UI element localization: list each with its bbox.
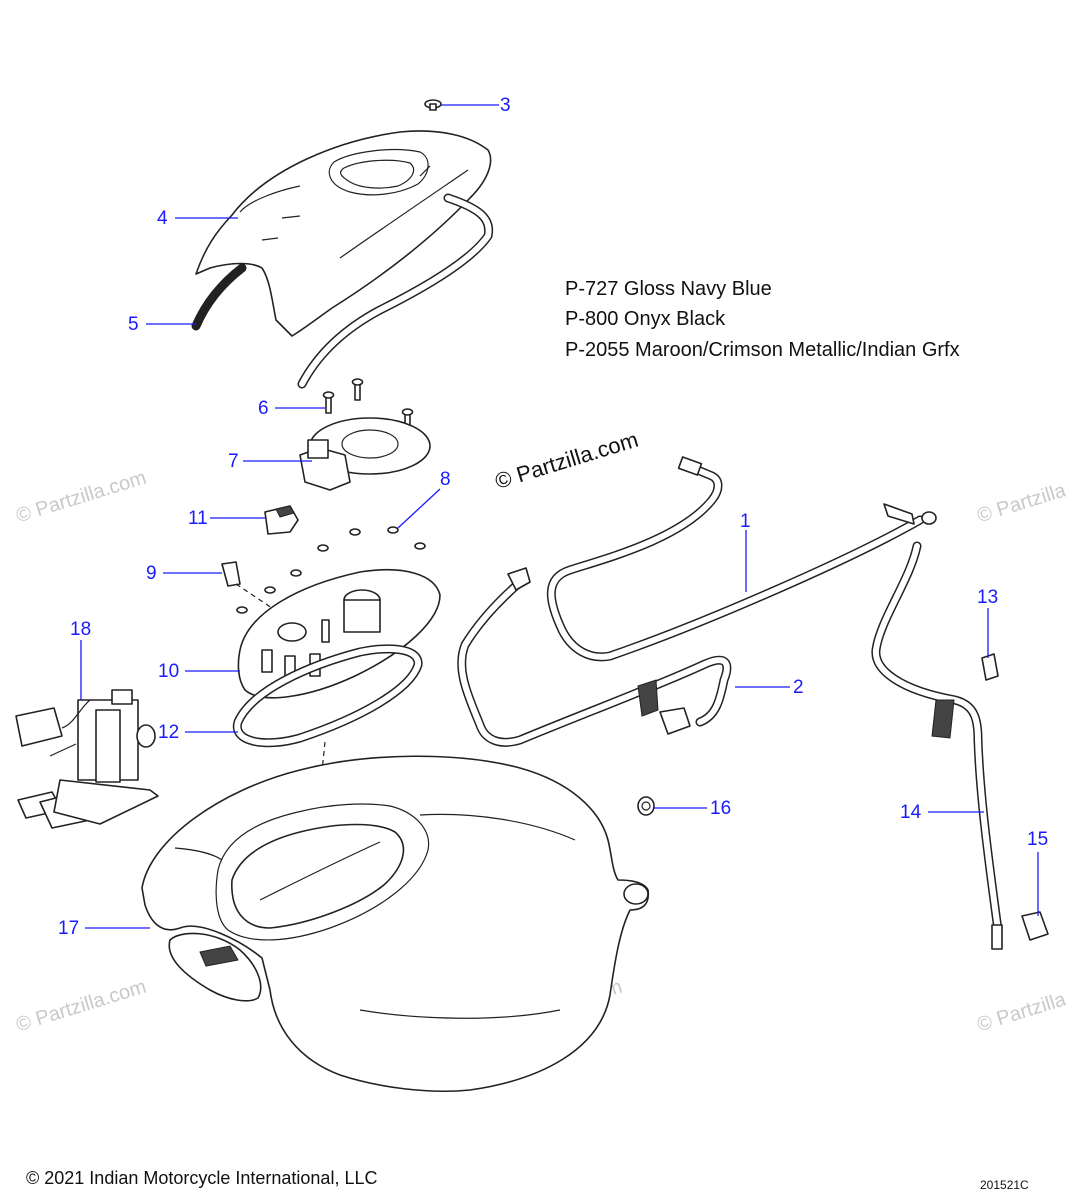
- tank-console-part-4: [195, 130, 492, 337]
- screws-part-8: [236, 526, 426, 614]
- callout-12: 12: [158, 722, 180, 743]
- callout-9: 9: [146, 563, 157, 584]
- screw-part-3: [424, 99, 442, 111]
- gasket-part-12: [232, 644, 423, 748]
- clip-part-15: [1021, 911, 1049, 941]
- paint-code-3: P-2055 Maroon/Crimson Metallic/Indian Gr…: [565, 339, 960, 361]
- fuel-pump-part-18: [15, 689, 159, 829]
- fuel-tank-part-17: [141, 755, 650, 1092]
- diagram-code: 201521C: [980, 1178, 1029, 1192]
- callout-1: 1: [740, 511, 751, 532]
- paint-code-2: P-800 Onyx Black: [565, 308, 726, 330]
- fuel-sender-part-7: [299, 417, 431, 491]
- vent-line-part-14: [871, 541, 1003, 950]
- callout-7: 7: [228, 451, 239, 472]
- clip-part-13: [981, 653, 999, 681]
- callout-14: 14: [900, 802, 922, 823]
- callout-13: 13: [977, 587, 999, 608]
- callout-3: 3: [500, 95, 511, 116]
- callout-8: 8: [440, 469, 451, 490]
- callout-2: 2: [793, 677, 804, 698]
- footer-copyright: © 2021 Indian Motorcycle International, …: [26, 1168, 378, 1188]
- paint-code-1: P-727 Gloss Navy Blue: [565, 278, 772, 300]
- callout-11: 11: [188, 508, 208, 529]
- callout-4: 4: [157, 208, 168, 229]
- edge-trim-part-5: [191, 193, 494, 389]
- callout-5: 5: [128, 314, 139, 335]
- callout-18: 18: [70, 619, 92, 640]
- hose-part-2: [457, 567, 732, 747]
- fuel-line-part-1: [546, 456, 937, 662]
- callout-10: 10: [158, 661, 180, 682]
- connector-part-11: [264, 505, 299, 535]
- clamp-part-16: [637, 796, 655, 816]
- callout-15: 15: [1027, 829, 1049, 850]
- callout-6: 6: [258, 398, 269, 419]
- pump-plate-part-10: [237, 568, 441, 699]
- callout-16: 16: [710, 798, 732, 819]
- leader-lines: [80, 104, 1039, 929]
- clip-part-9: [221, 561, 241, 587]
- callout-17: 17: [58, 918, 80, 939]
